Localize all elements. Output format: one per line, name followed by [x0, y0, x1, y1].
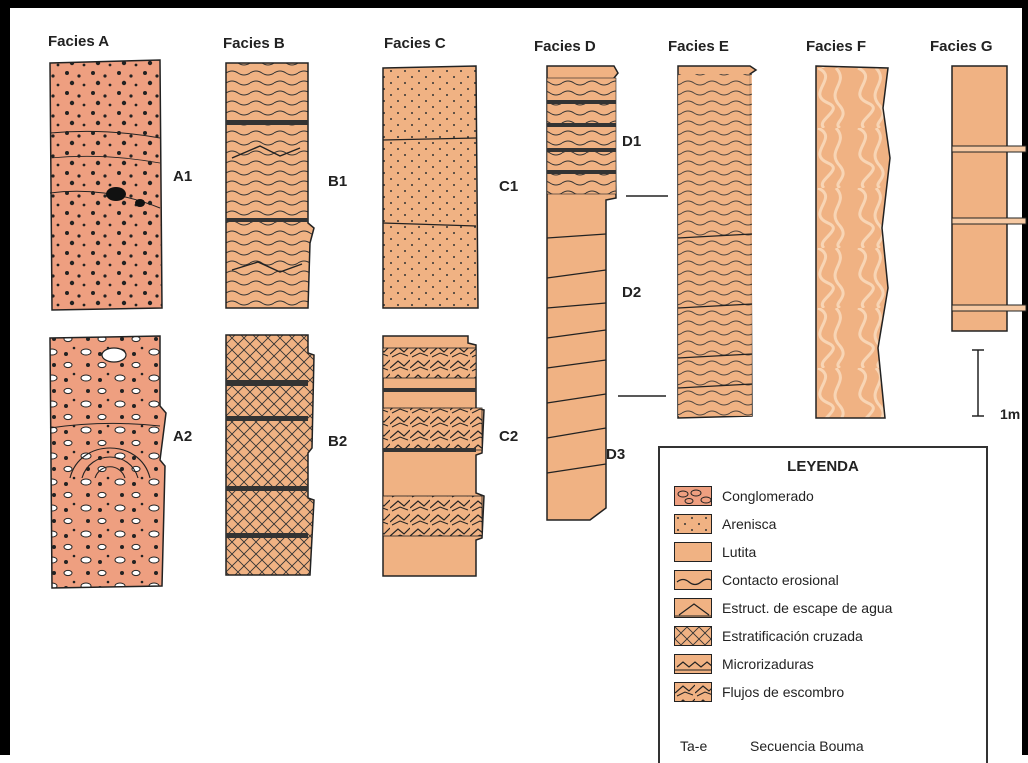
legend-label-lutita: Lutita — [722, 544, 756, 560]
facies-e-column — [678, 66, 756, 418]
scale-bar — [972, 350, 984, 416]
facies-d-title: Facies D — [534, 38, 596, 55]
legend-footnote-code: Ta-e — [680, 738, 707, 754]
legend-label-conglomerado: Conglomerado — [722, 488, 814, 504]
flujos-swatch — [674, 682, 712, 702]
label-b1: B1 — [328, 173, 347, 190]
legend-label-arenisca: Arenisca — [722, 516, 776, 532]
facies-g-title: Facies G — [930, 38, 993, 55]
scale-label: 1m — [1000, 406, 1020, 422]
facies-a-title: Facies A — [48, 33, 109, 50]
label-d1: D1 — [622, 133, 641, 150]
facies-f-title: Facies F — [806, 38, 866, 55]
legend-label-estratificacion: Estratificación cruzada — [722, 628, 863, 644]
facies-c-title: Facies C — [384, 35, 446, 52]
facies-b-column — [226, 63, 314, 575]
estratificacion-swatch — [674, 626, 712, 646]
legend-label-microrizaduras: Microrizaduras — [722, 656, 814, 672]
facies-c-column — [383, 66, 484, 576]
label-a2: A2 — [173, 428, 192, 445]
arenisca-swatch — [674, 514, 712, 534]
legend-title: LEYENDA — [660, 458, 986, 475]
legend-label-flujos: Flujos de escombro — [722, 684, 844, 700]
legend: LEYENDA Conglomerado Arenisca Lutita Con… — [658, 446, 988, 763]
escape-agua-swatch — [674, 598, 712, 618]
legend-label-escape-agua: Estruct. de escape de agua — [722, 600, 892, 616]
label-d3: D3 — [606, 446, 625, 463]
facies-f-column — [816, 66, 890, 418]
label-b2: B2 — [328, 433, 347, 450]
legend-footnote-label: Secuencia Bouma — [750, 738, 864, 754]
label-a1: A1 — [173, 168, 192, 185]
label-d2: D2 — [622, 284, 641, 301]
contacto-erosional-swatch — [674, 570, 712, 590]
label-c2: C2 — [499, 428, 518, 445]
conglomerado-swatch — [674, 486, 712, 506]
lutita-swatch — [674, 542, 712, 562]
facies-a-column — [50, 60, 166, 588]
microrizaduras-swatch — [674, 654, 712, 674]
label-c1: C1 — [499, 178, 518, 195]
facies-b-title: Facies B — [223, 35, 285, 52]
facies-g-column — [952, 66, 1026, 331]
legend-label-contacto-erosional: Contacto erosional — [722, 572, 839, 588]
facies-e-title: Facies E — [668, 38, 729, 55]
